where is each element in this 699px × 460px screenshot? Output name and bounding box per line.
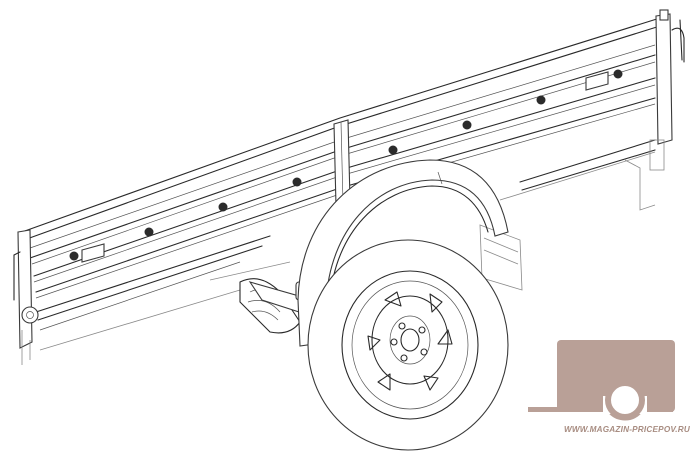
wheel (307, 239, 509, 451)
side-board (13, 9, 685, 349)
wheel-fender (297, 159, 509, 347)
board-bolts (69, 69, 623, 261)
watermark-logo (528, 340, 675, 421)
watermark-url: WWW.MAGAZIN-PRICEPOV.RU (563, 425, 690, 434)
